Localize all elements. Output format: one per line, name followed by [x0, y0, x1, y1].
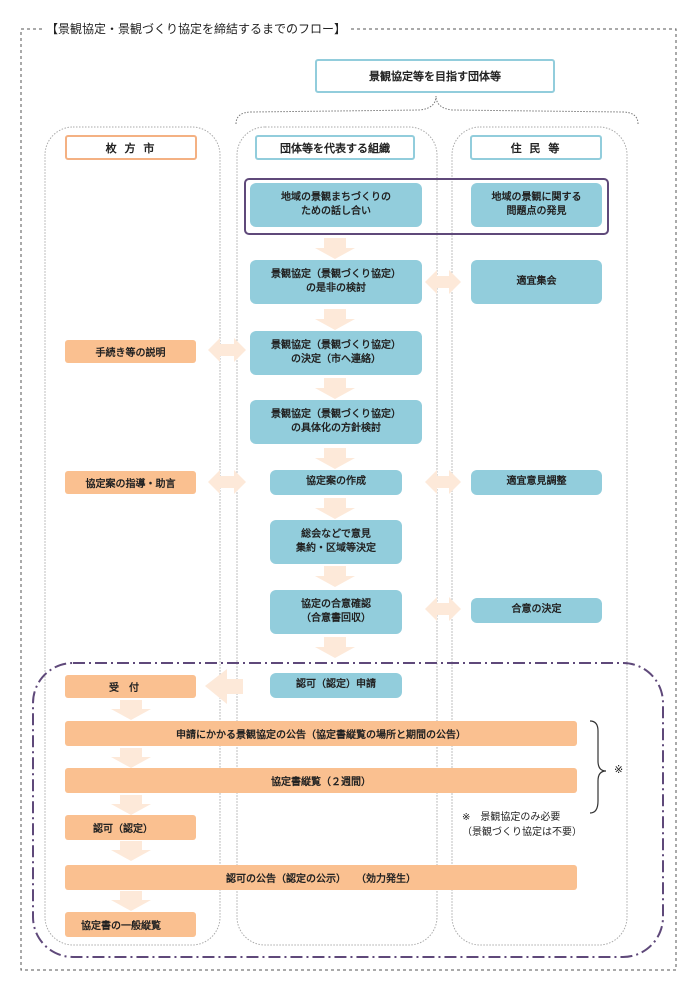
org-step-consider: 景観協定（景観づくり協定） の是非の検討	[250, 260, 422, 304]
resident-step-meeting: 適宜集会	[471, 260, 602, 304]
double-arrow	[425, 470, 461, 494]
resident-step-adjust: 適宜意見調整	[471, 470, 602, 495]
org-step-consent: 協定の合意確認 （合意書回収）	[270, 590, 402, 634]
org-column-border	[236, 126, 438, 946]
group-brace	[235, 95, 639, 125]
down-arrow	[111, 841, 151, 861]
org-step-discussion: 地域の景観まちづくりの ための話し合い	[250, 183, 422, 227]
note-mark: ※	[614, 763, 624, 776]
double-arrow	[425, 597, 461, 621]
org-step-application: 認可（認定）申請	[270, 673, 402, 698]
down-arrow	[315, 309, 355, 330]
city-step-guidance: 協定案の指導・助言	[65, 471, 196, 494]
down-arrow	[111, 700, 151, 720]
org-down-arrows	[315, 238, 355, 658]
down-arrow	[111, 748, 151, 768]
note-text: ※ 景観協定のみ必要 （景観づくり協定は不要）	[462, 812, 582, 838]
city-step-public-notice: 申請にかかる景観協定の公告（協定書縦覧の場所と期間の公告）	[65, 721, 577, 746]
down-arrow	[111, 891, 151, 911]
double-arrow	[425, 270, 461, 294]
note-brace	[589, 720, 607, 814]
down-arrow	[315, 566, 355, 587]
org-step-decide: 景観協定（景観づくり協定） の決定（市へ連絡）	[250, 331, 422, 375]
down-arrow	[111, 795, 151, 815]
city-step-approval: 認可（認定）	[65, 815, 196, 840]
approval-section-outline	[32, 662, 664, 958]
org-step-draft: 協定案の作成	[270, 470, 402, 495]
org-step-policy: 景観協定（景観づくり協定） の具体化の方針検討	[250, 400, 422, 444]
top-group-header: 景観協定等を目指す団体等	[315, 59, 555, 93]
city-step-general-inspection: 協定書の一般縦覧	[65, 912, 196, 937]
city-step-explain: 手続き等の説明	[65, 340, 196, 363]
resident-step-problem: 地域の景観に関する 問題点の発見	[471, 183, 602, 227]
down-arrow	[315, 378, 355, 399]
down-arrow	[315, 498, 355, 519]
city-step-inspection: 協定書縦覧（２週間）	[65, 768, 577, 793]
org-column-header: 団体等を代表する組織	[255, 135, 415, 160]
city-step-approval-notice: 認可の公告（認定の公示） （効力発生）	[65, 865, 577, 890]
down-arrow	[315, 637, 355, 658]
down-arrow	[315, 448, 355, 469]
left-arrow	[205, 669, 243, 704]
residents-column-header: 住 民 等	[470, 135, 602, 160]
diagram-title: 【景観協定・景観づくり協定を締結するまでのフロー】	[42, 20, 351, 37]
residents-column-border	[451, 126, 628, 946]
resident-step-agreement: 合意の決定	[471, 598, 602, 623]
city-column-border	[44, 126, 221, 946]
down-arrow	[315, 238, 355, 259]
first-row-outline	[244, 178, 609, 235]
city-step-reception: 受 付	[65, 675, 196, 698]
city-down-arrows	[111, 700, 151, 911]
double-arrow	[208, 470, 246, 494]
org-step-meeting: 総会などで意見 集約・区域等決定	[270, 520, 402, 564]
double-arrows	[208, 270, 461, 621]
city-column-header: 枚 方 市	[65, 135, 197, 160]
double-arrow	[208, 338, 246, 362]
